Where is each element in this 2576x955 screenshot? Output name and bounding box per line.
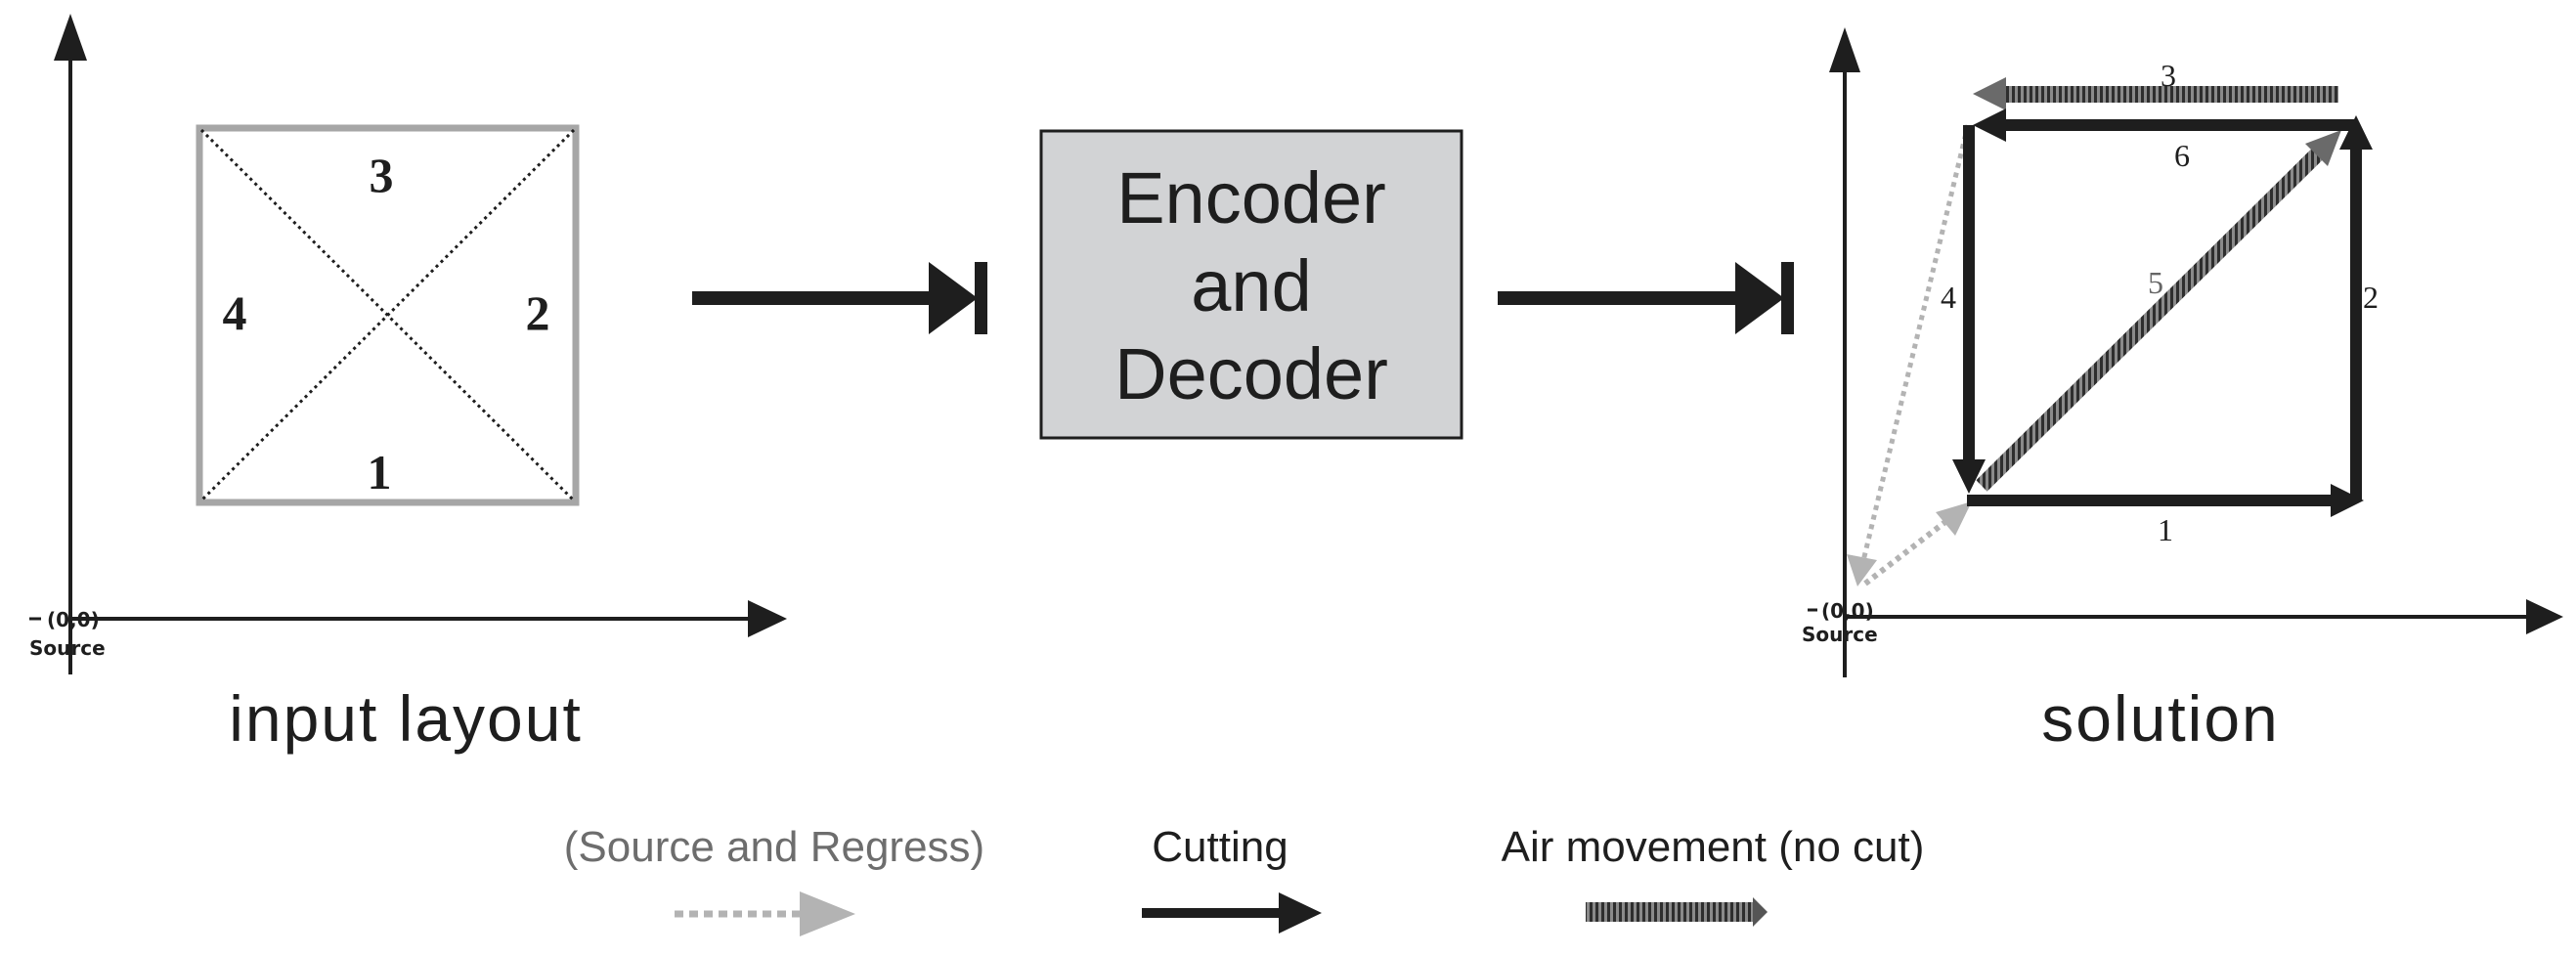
- legend-label-cutting: Cutting: [1152, 823, 1288, 871]
- legend-label-air-movement: Air movement (no cut): [1502, 823, 1925, 871]
- input-square: [196, 124, 580, 506]
- input-origin-label: (0,0): [47, 608, 100, 631]
- input-x-axis-arrowhead: [748, 600, 787, 637]
- cut-path-2-arrowhead: [2339, 115, 2373, 150]
- path-label-4: 4: [1941, 280, 1956, 315]
- path-label-6: 6: [2174, 138, 2190, 173]
- input-y-axis-arrowhead: [54, 14, 87, 61]
- flow-arrow-2: [1498, 262, 1794, 334]
- box-text-encoder: Encoder: [1116, 157, 1386, 239]
- solution-origin-label: (0,0): [1821, 599, 1874, 623]
- input-edge-label-1: 1: [368, 445, 392, 499]
- legend-item-air-movement: Air movement (no cut): [1502, 823, 1925, 927]
- regress-line-return: [1859, 124, 1971, 566]
- regress-arrowhead-return: [1847, 554, 1877, 586]
- box-text-and: and: [1191, 245, 1311, 326]
- legend-swatch-hatched: [1586, 902, 1756, 922]
- input-edge-label-2: 2: [526, 285, 550, 340]
- solution-x-axis-arrowhead: [2526, 599, 2563, 634]
- legend-swatch-hatched-arrowhead: [1753, 897, 1768, 927]
- solution-source-label: Source: [1802, 623, 1878, 646]
- box-text-decoder: Decoder: [1114, 333, 1388, 414]
- legend-label-source-regress: (Source and Regress): [564, 823, 984, 871]
- legend-item-source-regress: (Source and Regress): [564, 823, 984, 936]
- solution-caption: solution: [2041, 682, 2280, 755]
- cut-path-6-arrowhead: [1973, 109, 2006, 142]
- cut-path-1-arrowhead: [2331, 484, 2364, 517]
- input-edge-label-4: 4: [223, 285, 247, 340]
- input-layout-panel: (0,0) Source 3 4 2 1 input layout: [29, 14, 787, 755]
- path-label-3: 3: [2161, 58, 2176, 93]
- solution-panel: (0,0) Source 3 6 4 5 2 1 solution: [1802, 27, 2563, 755]
- legend: (Source and Regress) Cutting Air movemen…: [564, 823, 1925, 936]
- legend-swatch-solid-arrowhead: [1279, 892, 1322, 933]
- air-path-5: [1976, 144, 2328, 492]
- input-diagonal-b: [199, 128, 576, 502]
- solution-y-axis-arrowhead: [1829, 27, 1860, 72]
- path-label-5: 5: [2148, 265, 2163, 300]
- regress-line-source-to-start: [1863, 515, 1952, 586]
- flow-arrow-1: [692, 262, 987, 334]
- path-label-2: 2: [2363, 280, 2379, 315]
- input-edge-label-3: 3: [370, 148, 394, 202]
- legend-item-cutting: Cutting: [1142, 823, 1322, 933]
- path-label-1: 1: [2158, 512, 2173, 547]
- input-source-label: Source: [29, 636, 106, 660]
- regress-arrowhead-start: [1936, 501, 1972, 536]
- encoder-decoder-box: Encoder and Decoder: [1039, 129, 1463, 440]
- air-path-3: [2006, 86, 2338, 103]
- input-layout-caption: input layout: [229, 682, 583, 755]
- air-path-3-arrowhead: [1973, 77, 2006, 110]
- cut-path-4-arrowhead: [1952, 459, 1986, 494]
- legend-swatch-dotted-arrowhead: [800, 891, 855, 936]
- air-path-5-arrowhead: [2305, 130, 2341, 166]
